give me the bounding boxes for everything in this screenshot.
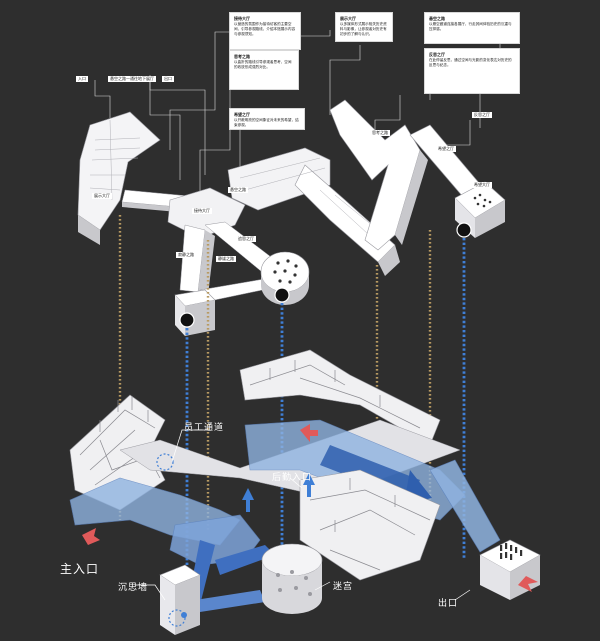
label-exit: 出口	[438, 599, 459, 609]
note-text: 以悬空廊道连接各展厅，行走其间体验历史的沉重与压抑感。	[429, 22, 512, 31]
tag-quiet-path: 静谧之路	[216, 256, 236, 262]
leader-line	[94, 80, 111, 118]
tag-entrance: 入口	[76, 76, 88, 82]
exit-arrow-icon	[518, 576, 538, 592]
flow-ramp	[215, 545, 275, 575]
label-leader	[289, 477, 303, 489]
note-hope-hall: 希望之厅 以开敞明亮的空间象征对未来的希望，结束参观。	[229, 108, 305, 130]
service-arrow-icon	[300, 424, 318, 442]
tag-exhibit-hall: 展示大厅	[92, 193, 112, 199]
leader-line	[445, 120, 471, 146]
tag-path-underground: 悬空之路—通往地下展厅	[108, 76, 156, 82]
label-main-entrance: 主入口	[60, 562, 100, 576]
wall-marker-dot	[181, 612, 187, 618]
entrance-block	[77, 111, 161, 231]
label-reflection-wall: 沉思墙	[118, 583, 149, 593]
leader-line	[149, 82, 181, 180]
lower-level-model	[69, 349, 541, 635]
dark-node-icon	[179, 312, 195, 328]
right-lower-wing	[299, 469, 441, 581]
label-staff-passage: 员工通道	[184, 423, 225, 433]
flow-ramp	[195, 590, 265, 612]
tag-exit-top: 出口	[162, 76, 174, 82]
arm-left-side	[198, 230, 215, 295]
note-text: 以多媒体形式展示相关历史资料与影像，让参观者对历史有初步的了解与认识。	[340, 22, 387, 36]
upper-level-model	[77, 99, 506, 336]
tag-silent-path: 寂静之路	[176, 252, 196, 258]
entry-arrow-icon	[82, 528, 100, 545]
note-title: 接待大厅	[234, 16, 250, 21]
label-leader	[171, 429, 210, 463]
entrance-block-side	[78, 215, 100, 245]
tag-thinking-path: 思考之路	[370, 130, 390, 136]
exhibit-wing-2-side	[378, 245, 400, 276]
note-title: 反思之厅	[429, 52, 445, 57]
zigzag-side	[395, 150, 428, 245]
dark-node-icon	[456, 222, 472, 238]
note-text: 以曲折的路线引导参观者思考，空间的收放形成强烈对比。	[234, 60, 292, 69]
note-title: 展示大厅	[340, 16, 356, 21]
exhibit-wing	[227, 147, 331, 211]
label-leader	[314, 581, 331, 591]
exit-cube-front	[480, 555, 510, 600]
note-text: 以营造的氛围作为接待访客的主要空间，引导参观路线，介绍本馆展示内容与参观须知。	[234, 22, 296, 36]
exit-block-side	[475, 200, 505, 238]
label-maze: 迷宫	[333, 582, 354, 592]
tag-suspended-path: 悬空之路	[228, 187, 248, 193]
tag-hope-hall: 希望之厅	[436, 146, 456, 152]
note-title: 希望之厅	[234, 112, 250, 117]
leader-line	[149, 75, 206, 175]
label-leader	[135, 584, 166, 601]
note-thinking-path: 思考之路 以曲折的路线引导参观者思考，空间的收放形成强烈对比。	[229, 50, 299, 90]
tag-memorial-hall: 追思之厅	[236, 236, 256, 242]
tag-reception: 接待大厅	[192, 208, 212, 214]
staff-entrance-marker	[156, 453, 174, 471]
round-hall-side	[261, 272, 309, 305]
up-arrow-icon	[242, 488, 254, 512]
note-reflection-hall: 反思之厅 在此停留反思，通过空间与光影的变化表达对历史的反思与纪念。	[424, 48, 520, 94]
label-leader	[454, 589, 471, 601]
label-back-entrance: 后勤入口	[272, 473, 313, 483]
leader-line	[300, 30, 331, 37]
up-arrow-icon	[303, 473, 315, 497]
leader-line	[329, 45, 361, 115]
tag-reflection: 反思之厅	[472, 112, 492, 118]
note-title: 悬空之路	[429, 16, 445, 21]
maze-cylinder-side	[262, 560, 322, 614]
note-text: 以开敞明亮的空间象征对未来的希望，结束参观。	[234, 118, 299, 127]
exit-ramp	[429, 459, 501, 553]
wall-tower-side	[175, 575, 200, 635]
leader-line	[199, 128, 231, 205]
tag-hope-lobby: 希望大厅	[472, 182, 492, 188]
note-text: 在此停留反思，通过空间与光影的变化表达对历史的反思与纪念。	[429, 58, 512, 67]
note-title: 思考之路	[234, 54, 250, 59]
note-reception: 接待大厅 以营造的氛围作为接待访客的主要空间，引导参观路线，介绍本馆展示内容与参…	[229, 12, 301, 50]
note-exhibit: 展示大厅 以多媒体形式展示相关历史资料与影像，让参观者对历史有初步的了解与认识。	[335, 12, 393, 42]
dark-node-icon	[274, 287, 290, 303]
wall-marker	[168, 609, 186, 627]
wall-tower-front	[160, 575, 175, 635]
note-suspended-path: 悬空之路 以悬空廊道连接各展厅，行走其间体验历史的沉重与压抑感。	[424, 12, 520, 44]
